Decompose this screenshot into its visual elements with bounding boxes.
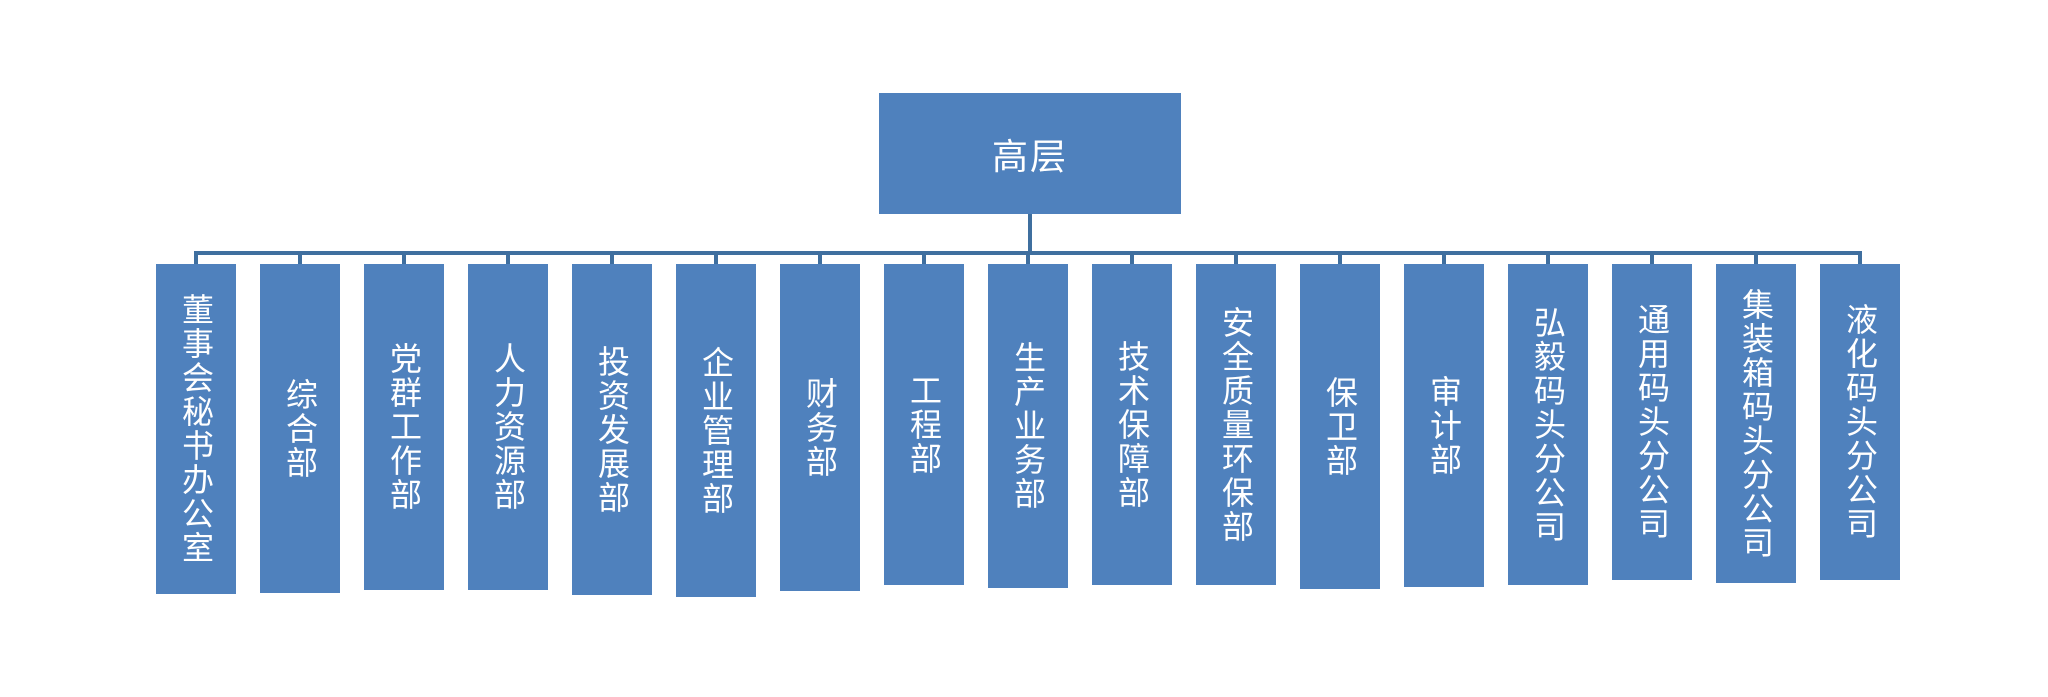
department-label: 工程部 [905,373,943,476]
department-node: 审计部 [1404,264,1484,587]
department-node: 财务部 [780,264,860,591]
department-node: 集装箱码头分公司 [1716,264,1796,583]
department-node: 安全质量环保部 [1196,264,1276,585]
department-label: 综合部 [281,377,319,480]
department-node: 董事会秘书办公室 [156,264,236,594]
department-label: 技术保障部 [1113,339,1151,510]
department-node: 保卫部 [1300,264,1380,589]
department-node: 通用码头分公司 [1612,264,1692,580]
department-label: 集装箱码头分公司 [1737,287,1775,560]
root-node-label: 高层 [991,136,1068,178]
department-label: 保卫部 [1321,375,1359,478]
root-node-senior-management: 高层 [879,93,1181,214]
department-node: 党群工作部 [364,264,444,590]
department-label: 审计部 [1425,374,1463,477]
department-label: 人力资源部 [489,342,527,512]
department-label: 通用码头分公司 [1633,303,1671,541]
department-node: 生产业务部 [988,264,1068,588]
department-node: 综合部 [260,264,340,593]
department-label: 投资发展部 [593,344,631,515]
department-node: 企业管理部 [676,264,756,597]
department-node: 液化码头分公司 [1820,264,1900,580]
department-label: 安全质量环保部 [1217,305,1255,544]
department-label: 财务部 [801,376,839,479]
drop-lines [194,253,1862,264]
department-node: 工程部 [884,264,964,585]
department-label: 企业管理部 [697,345,735,516]
department-label: 党群工作部 [385,342,423,512]
department-node: 技术保障部 [1092,264,1172,585]
department-node: 投资发展部 [572,264,652,595]
department-label: 生产业务部 [1009,341,1047,511]
department-label: 弘毅码头分公司 [1529,305,1567,544]
department-label: 董事会秘书办公室 [177,293,215,565]
department-node: 人力资源部 [468,264,548,590]
department-node: 弘毅码头分公司 [1508,264,1588,585]
department-label: 液化码头分公司 [1841,303,1879,541]
